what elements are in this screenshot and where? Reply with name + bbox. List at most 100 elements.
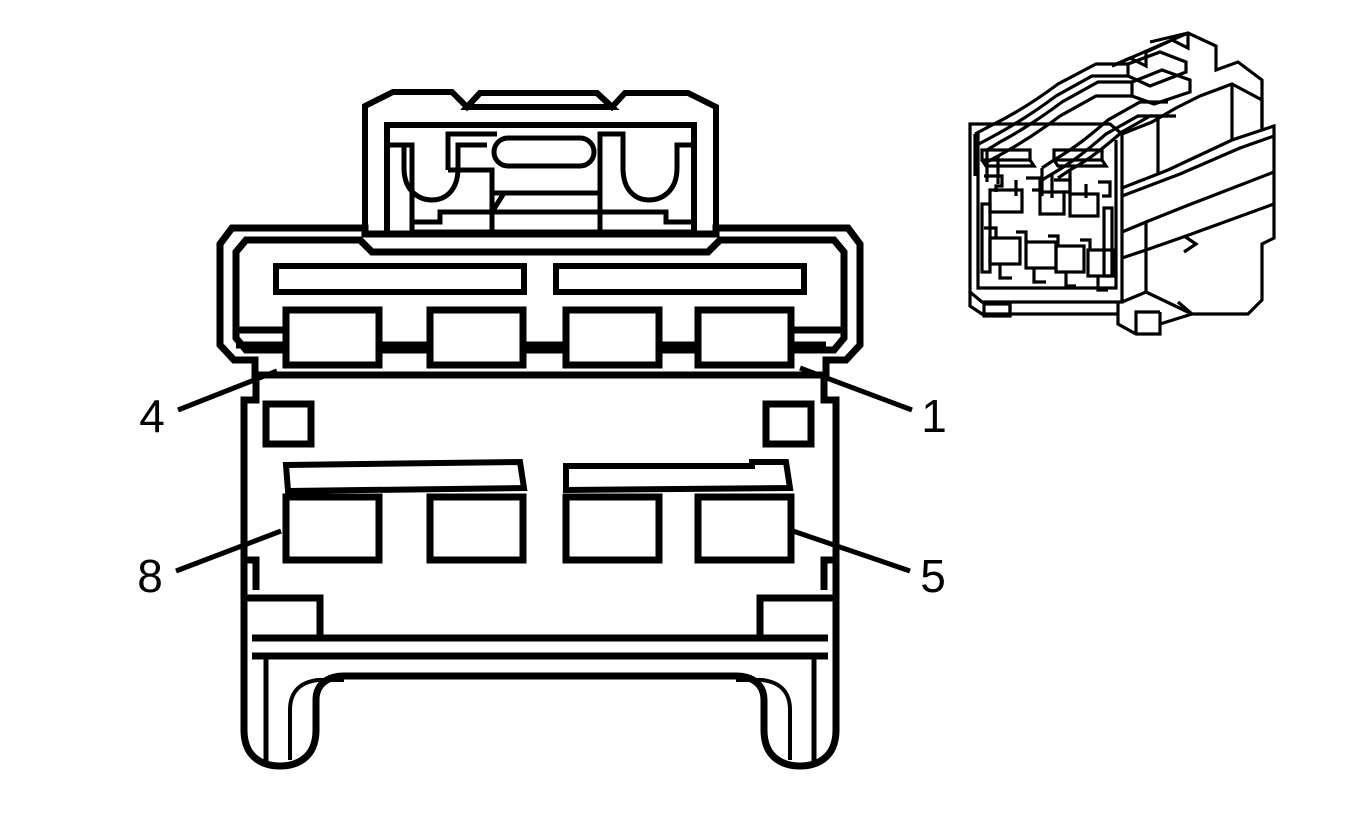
callout-1: 1 (921, 390, 947, 442)
iso-upper-retainers (984, 174, 1112, 198)
upper-cavity-4-right[interactable] (694, 306, 795, 369)
iso-upper-cavity-2 (1038, 190, 1066, 216)
hood-center-pill (491, 135, 597, 169)
iso-lower-ret-2 (1016, 230, 1028, 242)
iso-upper-ret-1 (984, 174, 1004, 192)
upper-shell-outer (216, 224, 864, 379)
upper-cavity-2[interactable] (426, 306, 527, 369)
upper-shell-inner (232, 236, 848, 354)
iso-rib-top-plate (1126, 50, 1188, 88)
lower-cavity-row (282, 493, 795, 564)
iso-side-body-mid (1121, 219, 1148, 260)
skirt-shoulder-left (244, 594, 324, 638)
iso-upper-ret-3 (1054, 178, 1072, 194)
latch-ear-left (262, 400, 315, 448)
body-upper-shell (216, 224, 864, 379)
iso-side-body-shelf (1121, 128, 1263, 190)
iso-chevron-detail (1183, 234, 1199, 254)
upper-slot-left (273, 263, 527, 295)
iso-bottom-tab-center (1116, 302, 1162, 336)
iso-side-body-bottom2 (1145, 290, 1193, 316)
iso-rib-1b (974, 74, 1128, 148)
skirt-inner-curve-left (288, 678, 344, 760)
skirt-inner-curve-right (736, 678, 792, 760)
callout-5: 5 (920, 550, 946, 602)
hood-center-right-riser (597, 131, 626, 170)
iso-front-face-inner (976, 132, 1118, 290)
iso-lower-retainers (984, 226, 1108, 292)
iso-side-body-shelf2 (1121, 134, 1275, 198)
hood-internal-detail (387, 131, 697, 235)
iso-front-slot-2-depth (1052, 159, 1109, 168)
iso-bottom-tab-left (982, 302, 1012, 318)
lower-cavity-1-left[interactable] (282, 493, 383, 564)
body-lower-skirt (240, 560, 840, 770)
iso-lower-ret-6 (1032, 268, 1046, 284)
iso-lower-cavity-1 (988, 236, 1022, 266)
upper-cavity-1-left[interactable] (282, 306, 383, 369)
hood-right-notch (620, 142, 694, 203)
upper-slot-right (553, 263, 807, 295)
isometric-view-connector (968, 31, 1276, 336)
upper-cavity-connectors (236, 326, 844, 349)
hood-center-tab (460, 90, 620, 110)
callout-8: 8 (137, 550, 163, 602)
iso-upper-cavity-1 (988, 188, 1024, 214)
callout-numbers: 4 1 8 5 (137, 390, 947, 602)
iso-front-rail-left (980, 202, 992, 274)
hood-center-bar-chamfer (489, 191, 507, 214)
leader-line-5 (789, 527, 911, 574)
upper-cavity-row (282, 306, 795, 369)
iso-rib-2 (986, 80, 1132, 152)
iso-upper-ret-2 (1026, 176, 1042, 192)
upper-shell-slots (273, 263, 807, 295)
callout-4: 4 (139, 390, 165, 442)
iso-lower-cavity-3 (1054, 244, 1086, 274)
lower-cavity-4-right[interactable] (694, 493, 795, 564)
iso-rib-top-plate2 (1130, 68, 1192, 106)
lower-slot-left (282, 458, 528, 495)
iso-lower-cavity-2 (1024, 240, 1058, 270)
middle-right-rail (820, 375, 840, 478)
iso-lower-ret-3 (1048, 234, 1060, 246)
middle-left-rail (240, 375, 260, 478)
skirt-outer-legs (240, 640, 840, 770)
upper-cavity-3[interactable] (562, 306, 663, 369)
iso-side-body-top (1121, 82, 1263, 136)
iso-rear-body-right (1176, 100, 1276, 316)
hood-left-notch (387, 142, 487, 203)
iso-front-slot-2 (1052, 148, 1104, 162)
iso-upper-cavities (988, 188, 1100, 218)
lower-slot-right (563, 459, 794, 494)
iso-side-body-mid2 (1145, 170, 1275, 224)
iso-front-slot-1 (980, 148, 1032, 162)
iso-front-rail-right (1102, 206, 1114, 278)
iso-rear-body-outline (1149, 31, 1189, 44)
iso-front-slot-1-depth (980, 159, 1037, 168)
lower-shell-slots (282, 458, 794, 495)
hood-bottom-step-left (412, 209, 492, 225)
skirt-shoulder-right (756, 594, 836, 638)
iso-side-body-mid3 (1145, 202, 1275, 252)
iso-lower-ret-5 (998, 264, 1012, 280)
iso-bottom-right-foot (1159, 312, 1193, 326)
iso-upper-cavity-3 (1068, 192, 1100, 218)
middle-right-rail-lower (820, 478, 840, 590)
iso-lower-ret-7 (1064, 272, 1076, 288)
iso-rib-2b (986, 94, 1132, 164)
iso-upper-ret-4 (1098, 180, 1112, 198)
hood-inner-recess (384, 122, 697, 237)
lower-cavity-3[interactable] (562, 493, 663, 564)
leader-line-1 (799, 365, 913, 413)
body-middle-section (240, 375, 840, 590)
hood-center-left-riser (445, 131, 497, 170)
leader-line-4 (177, 368, 278, 413)
hood-bottom-step-right (600, 209, 694, 225)
iso-lower-ret-1 (984, 226, 998, 238)
iso-bottom-tab-center2 (1134, 310, 1160, 334)
lower-cavity-2[interactable] (426, 493, 527, 564)
iso-lower-ret-8 (1096, 276, 1108, 292)
leader-line-8 (175, 528, 282, 574)
